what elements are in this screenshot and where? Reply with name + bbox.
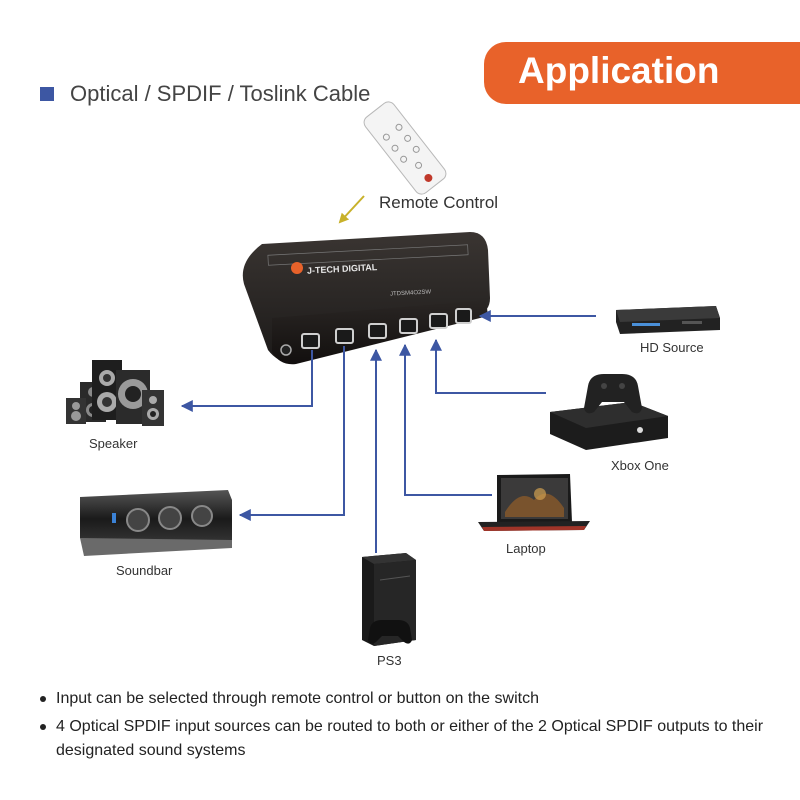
remote-control-icon — [363, 101, 447, 195]
legend-label: Optical / SPDIF / Toslink Cable — [70, 81, 371, 106]
note-text: 4 Optical SPDIF input sources can be rou… — [56, 718, 764, 759]
bluray-player-icon — [616, 306, 720, 334]
note-item: 4 Optical SPDIF input sources can be rou… — [36, 715, 776, 763]
soundbar-icon — [80, 490, 232, 556]
optical-ports — [301, 308, 472, 349]
bullet-dot-icon — [40, 724, 46, 730]
cable-laptop — [399, 343, 492, 496]
label-soundbar: Soundbar — [116, 563, 173, 578]
device-model: JTDSM4O2SW — [390, 289, 432, 297]
label-hd-source: HD Source — [640, 340, 704, 355]
label-speaker: Speaker — [89, 436, 138, 451]
application-banner: Application — [484, 42, 800, 104]
label-xbox-one: Xbox One — [611, 458, 669, 473]
optical-cables — [180, 310, 596, 553]
ps3-console-icon — [362, 553, 416, 646]
notes-list: Input can be selected through remote con… — [36, 687, 776, 763]
note-item: Input can be selected through remote con… — [36, 687, 776, 711]
cable-speaker — [180, 350, 313, 412]
speaker-system-icon — [66, 360, 164, 426]
label-remote-control: Remote Control — [379, 193, 499, 212]
legend-cable-swatch — [40, 87, 54, 101]
cable-soundbar — [238, 346, 345, 521]
cable-xbox — [430, 338, 546, 394]
banner-title: Application — [518, 50, 720, 91]
game-console-icon — [550, 374, 668, 450]
audio-switch-icon: J-TECH DIGITAL JTDSM4O2SW — [242, 232, 490, 365]
remote-signal-arrow — [338, 195, 365, 224]
note-text: Input can be selected through remote con… — [56, 690, 539, 707]
bullet-dot-icon — [40, 696, 46, 702]
label-laptop: Laptop — [506, 541, 546, 556]
laptop-icon — [478, 474, 590, 531]
device-brand: J-TECH DIGITAL — [307, 262, 378, 276]
label-ps3: PS3 — [377, 653, 402, 668]
